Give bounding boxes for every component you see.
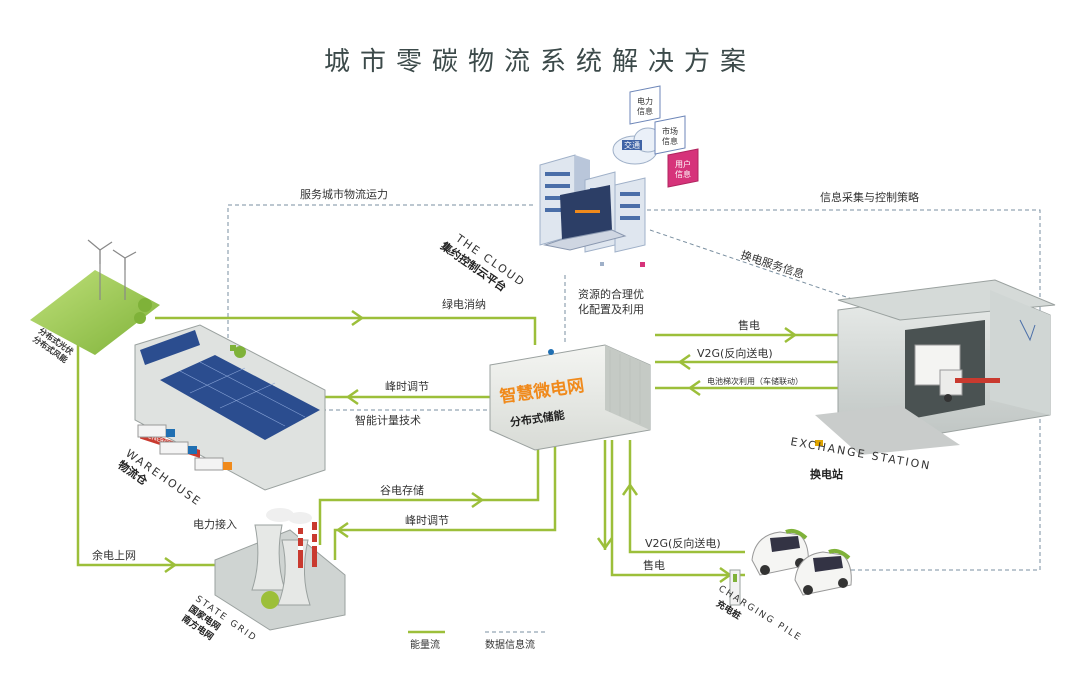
flow-valley: 谷电存储 [380, 483, 424, 497]
flow-v2g-pile: V2G(反向送电) [645, 536, 721, 550]
data-flow-lines [227, 204, 1041, 571]
page-title: 城市零碳物流系统解决方案 [324, 47, 756, 77]
exchange-truck-icon [914, 344, 963, 402]
badge-user-info-line1: 用户 [675, 159, 691, 169]
legend-data-label: 数据信息流 [485, 638, 535, 651]
badge-market-info-line2: 信息 [662, 136, 678, 146]
ev-car-icon [794, 548, 852, 596]
wind-turbine-icon [87, 239, 137, 300]
legend: 能量流 数据信息流 [408, 630, 545, 651]
laptop-icon [543, 185, 627, 251]
flow-peak-reg2: 峰时调节 [405, 514, 449, 527]
legend-energy-label: 能量流 [410, 638, 440, 651]
flow-power-access: 电力接入 [193, 518, 237, 531]
flow-peak-reg: 峰时调节 [385, 380, 429, 393]
flow-green: 绿电消纳 [442, 297, 486, 311]
charger-post-icon [729, 569, 741, 606]
flow-exchange-info: 换电服务信息 [739, 248, 806, 282]
badge-power-info-line2: 信息 [637, 106, 653, 116]
flow-labels: 服务城市物流运力 信息采集与控制策略 换电服务信息 资源的合理优 化配置及利用 … [92, 187, 919, 572]
charging-pile: CHARGING PILE 充电桩 [714, 528, 852, 644]
warehouse: ENERGY HOUSE WAREHOUSE 物流仓 [115, 324, 326, 509]
badge-power-info-line1: 电力 [637, 96, 653, 106]
badge-market-info-line1: 市场 [662, 126, 678, 136]
flow-info-collect: 信息采集与控制策略 [820, 190, 919, 204]
truck-icon [137, 424, 232, 471]
energy-storage-container: 智慧微电网 分布式储能 [489, 344, 651, 451]
ev-car-icon [751, 528, 809, 576]
badge-user-info-line2: 信息 [675, 169, 691, 179]
flow-battery-reuse: 电池梯次利用（车储联动） [707, 376, 803, 386]
flow-sell-pile: 售电 [643, 558, 665, 572]
flow-sell-power: 售电 [738, 318, 760, 332]
flow-v2g: V2G(反向送电) [697, 346, 773, 360]
cloud-platform: 交通 电力 信息 市场 信息 用户 信息 THE CLOUD 集 [437, 85, 699, 294]
svg-text:交通: 交通 [624, 140, 640, 150]
badge-power-info: 电力 信息 [629, 85, 661, 125]
badge-user-info: 用户 信息 [667, 148, 699, 188]
flow-surplus: 余电上网 [92, 548, 136, 562]
exchange-station: EXCHANGE STATION 换电站 [789, 279, 1056, 481]
energy-flow-lines [76, 309, 838, 584]
flow-resource-line1: 资源的合理优 [578, 287, 644, 301]
flow-service-city: 服务城市物流运力 [300, 187, 388, 201]
flow-resource-line2: 化配置及利用 [578, 302, 644, 316]
exchange-label-zh: 换电站 [810, 467, 843, 481]
flow-smart-meter: 智能计量技术 [355, 413, 421, 427]
badge-market-info: 市场 信息 [654, 115, 686, 155]
info-badges: 电力 信息 市场 信息 用户 信息 [600, 85, 699, 267]
